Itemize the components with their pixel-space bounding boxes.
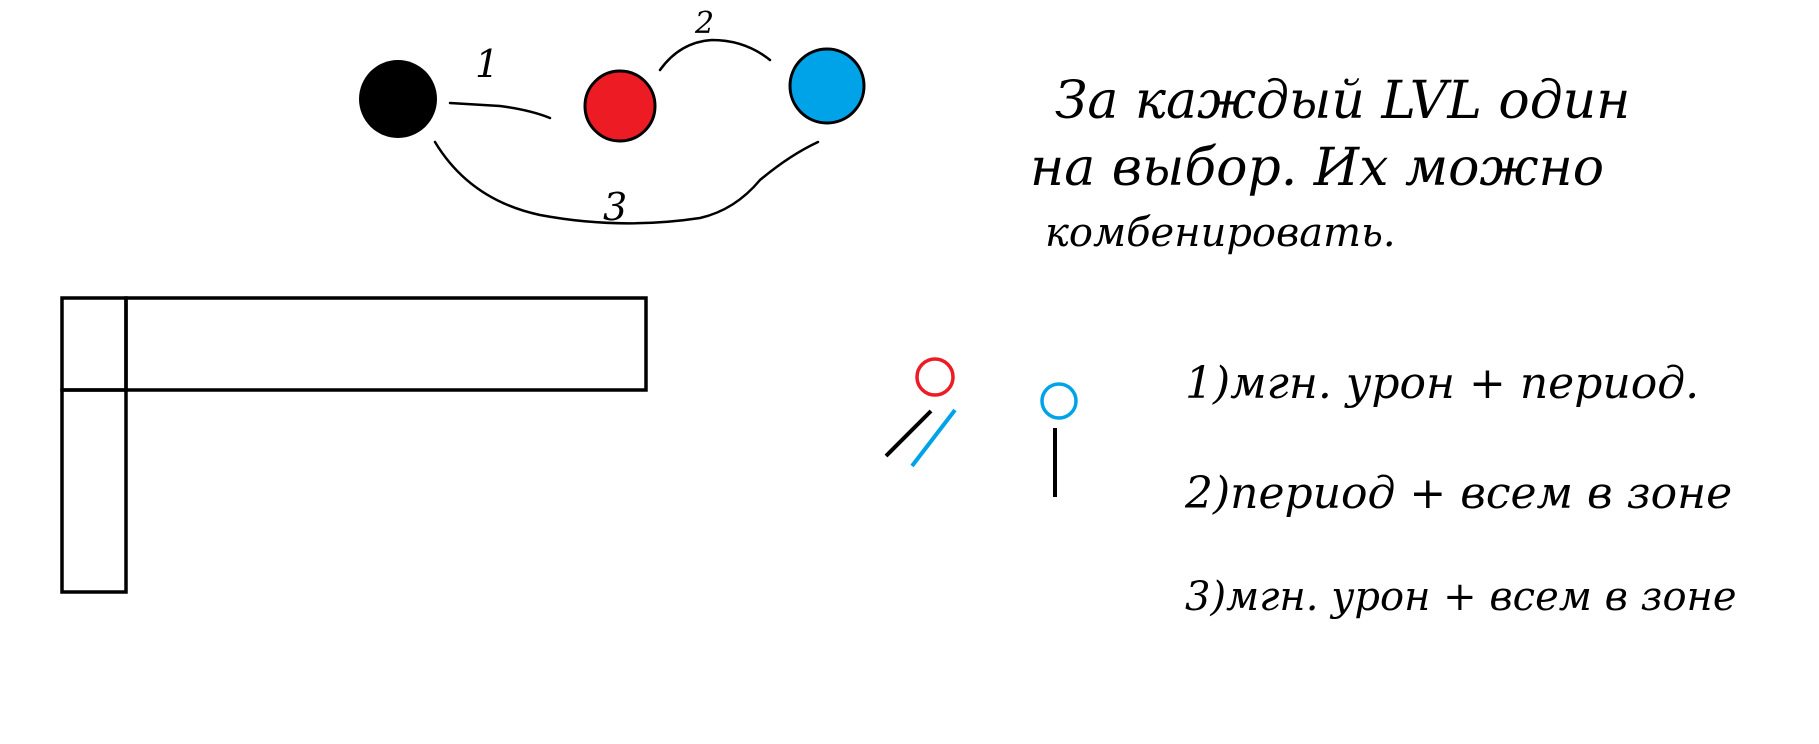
header-line-1: За каждый LVL один: [1055, 71, 1630, 131]
red-pin: [884, 357, 957, 468]
link-label-1: 1: [475, 42, 499, 86]
vertical-bar: [60, 388, 128, 594]
red-pin-black-stick: [884, 409, 933, 458]
header-note: За каждый LVL один на выбор. Их можно ко…: [1030, 71, 1630, 256]
horizontal-bar: [124, 296, 648, 392]
l-shape-outline: [60, 296, 648, 594]
blue-pin-head-icon: [1040, 382, 1078, 420]
link-label-3: 3: [603, 185, 627, 229]
node-red: [583, 69, 657, 143]
header-line-3: комбенировать.: [1045, 210, 1396, 256]
link-black-red: [448, 101, 552, 120]
red-pin-blue-stick: [910, 408, 957, 468]
node-graph: 1 2 3: [359, 6, 866, 229]
options-list: 1)мгн. урон + период. 2)период + всем в …: [1184, 358, 1737, 620]
corner-box: [60, 296, 128, 392]
option-2: 2)период + всем в зоне: [1184, 468, 1732, 519]
option-1: 1)мгн. урон + период.: [1185, 358, 1699, 409]
header-line-2: на выбор. Их можно: [1030, 138, 1604, 198]
node-black: [359, 60, 437, 138]
link-black-blue: [433, 140, 820, 225]
link-red-blue: [658, 38, 772, 72]
link-label-2: 2: [694, 6, 714, 41]
node-blue: [788, 47, 866, 125]
option-3: 3)мгн. урон + всем в зоне: [1185, 574, 1737, 620]
blue-pin: [1040, 382, 1078, 497]
red-pin-head-icon: [915, 357, 955, 397]
